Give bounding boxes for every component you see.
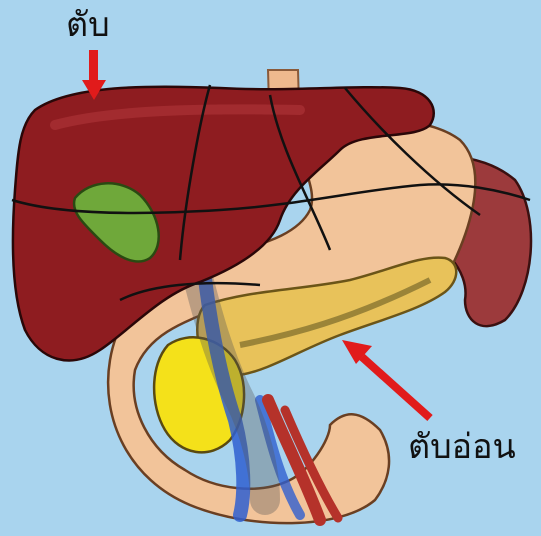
pancreas-arrow (342, 340, 430, 418)
liver-label: ตับ (66, 8, 110, 42)
pancreas-label: ตับอ่อน (408, 430, 516, 464)
liver-arrow (82, 50, 106, 100)
